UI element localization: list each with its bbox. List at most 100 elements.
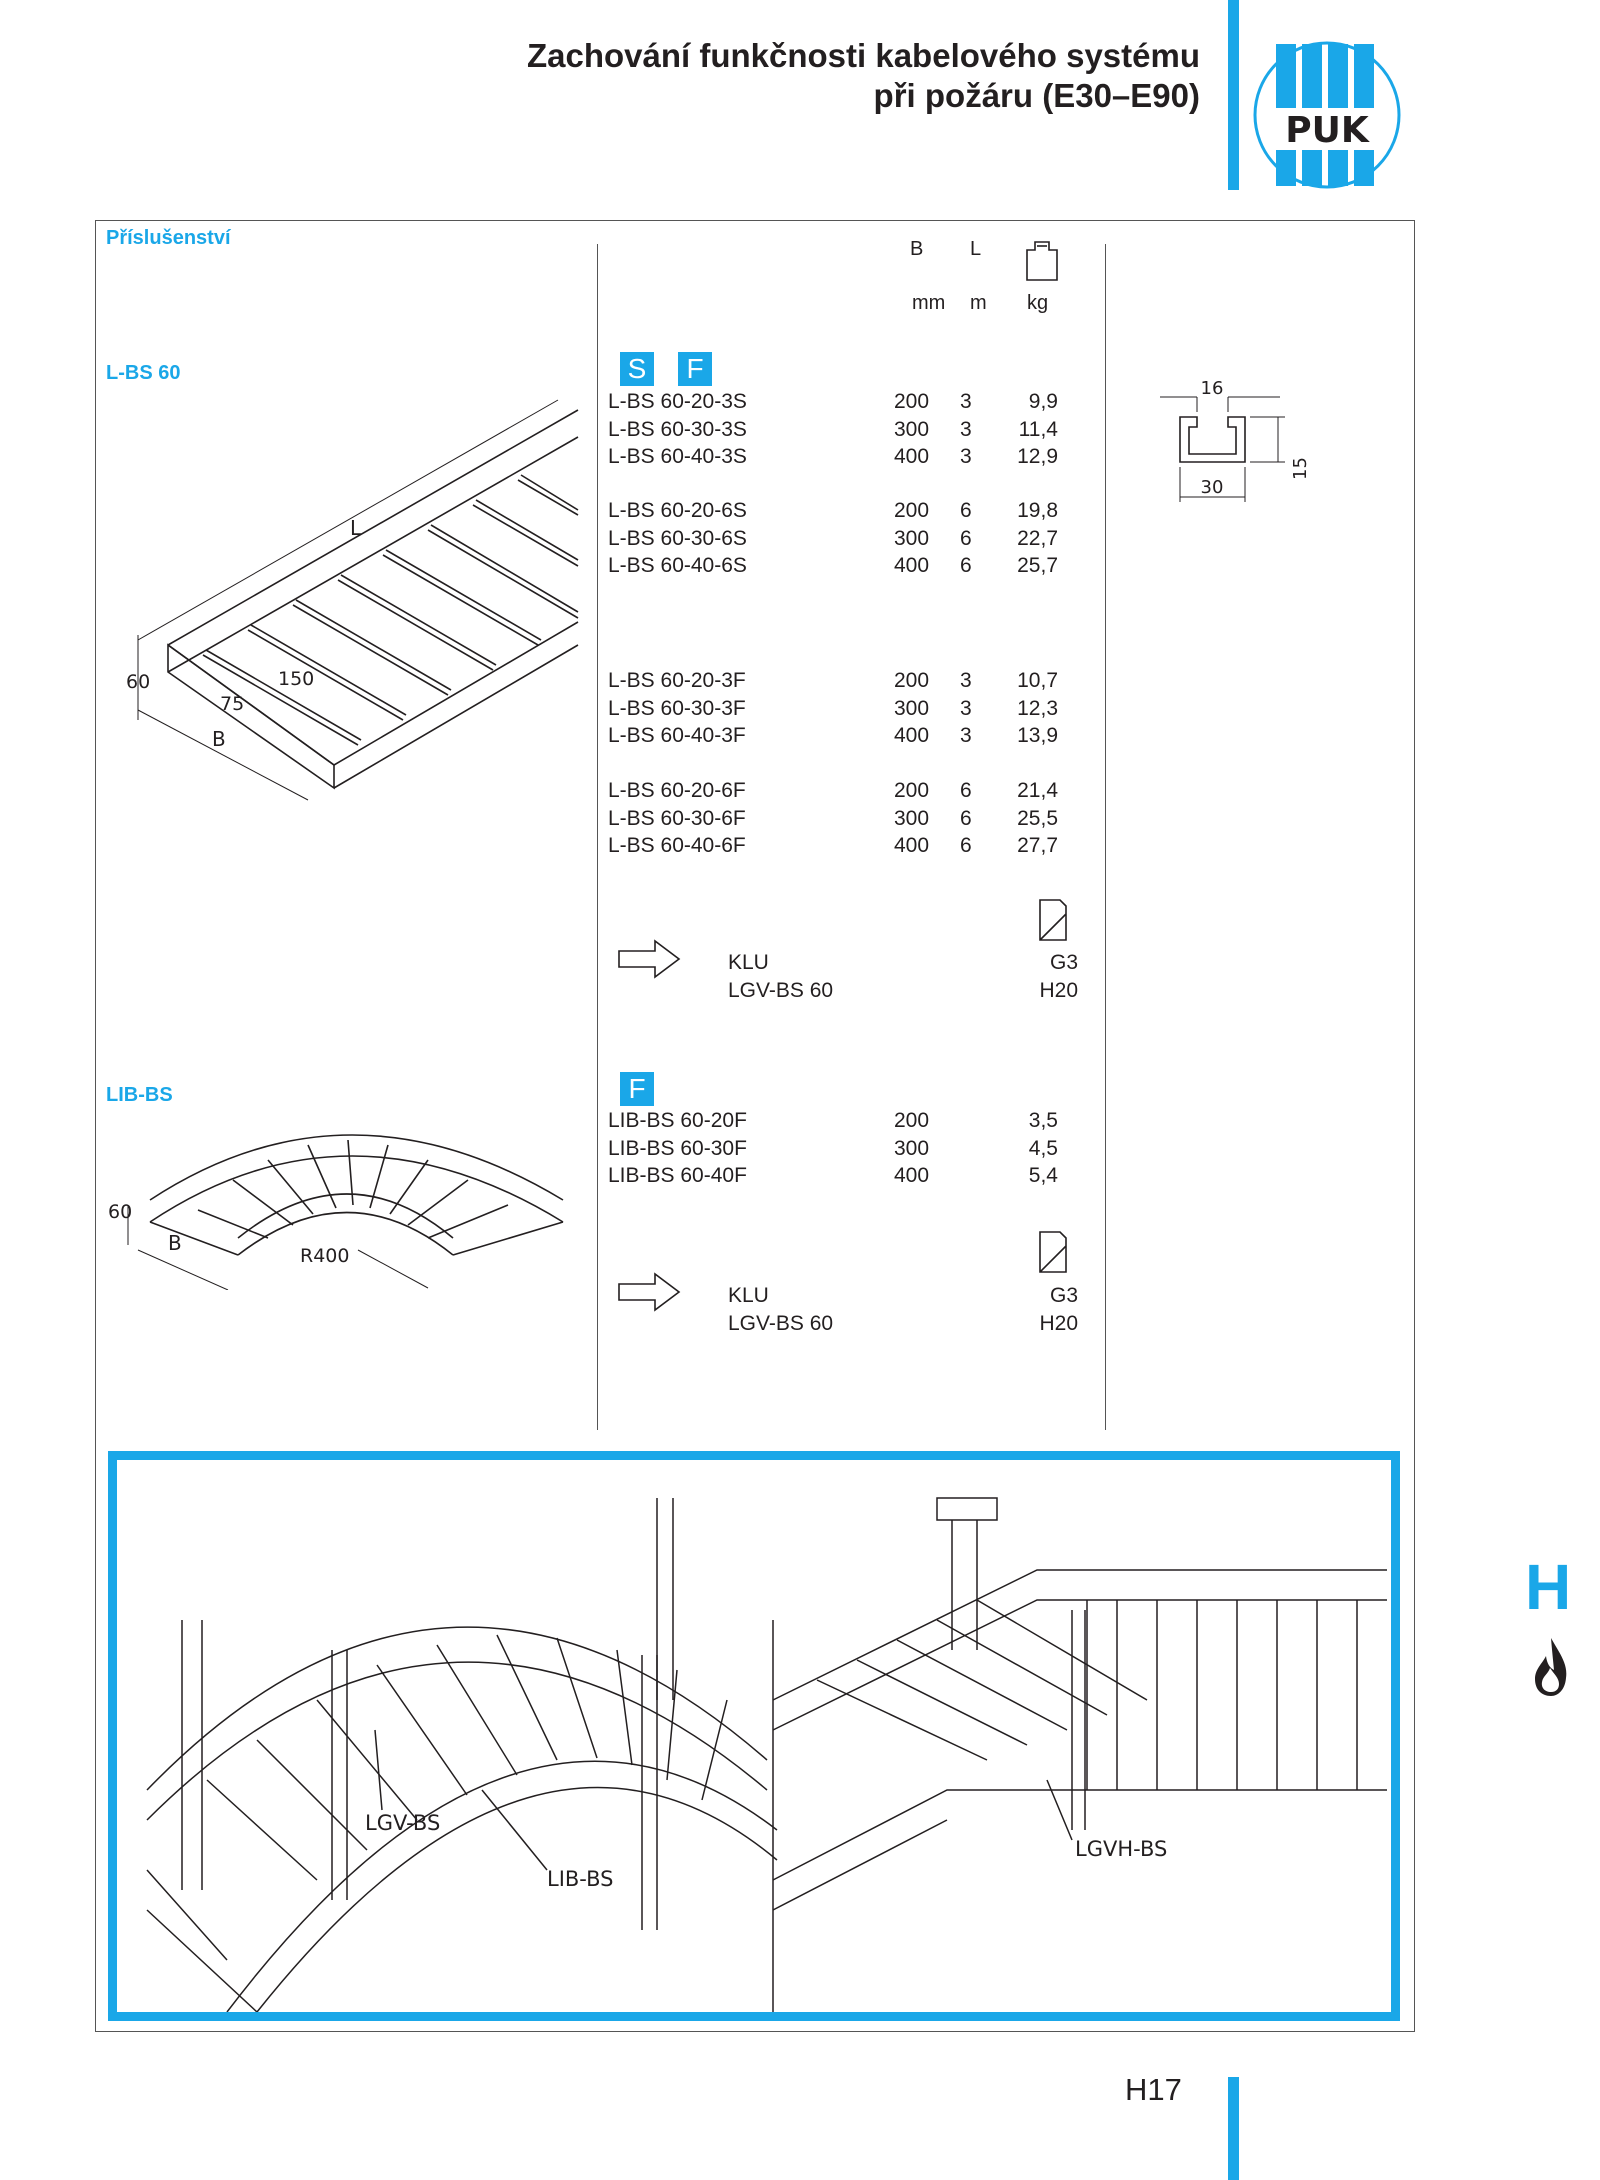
weight-value: 19,8 xyxy=(1017,499,1058,522)
length-value: 3 xyxy=(960,696,972,720)
width-value: 200 xyxy=(894,669,930,692)
weight-value: 22,7 xyxy=(1017,526,1058,550)
svg-text:150: 150 xyxy=(278,668,314,690)
width-value: 400 xyxy=(894,445,930,468)
product-code: L-BS 60-40-6S xyxy=(608,554,747,577)
column-divider-1 xyxy=(597,244,598,1430)
weight-value: 4,5 xyxy=(1028,1136,1058,1160)
table-row: L-BS 60-40-3S 400 3 12,9 xyxy=(608,443,1068,471)
weight-value: 5,4 xyxy=(1028,1164,1058,1187)
product-code: L-BS 60-30-3F xyxy=(608,696,746,720)
length-value: 6 xyxy=(960,779,972,802)
svg-text:L: L xyxy=(350,516,362,540)
puk-logo: PUK xyxy=(1253,41,1401,189)
libs-section-label: LIB-BS xyxy=(106,1084,173,1106)
weight-value: 10,7 xyxy=(1017,669,1058,692)
table-row: L-BS 60-20-3S 200 3 9,9 xyxy=(608,388,1068,416)
ladder-drawing: L 60 150 75 B xyxy=(126,399,579,801)
width-value: 400 xyxy=(894,1164,930,1187)
bend-drawing: 60 B R400 xyxy=(108,1134,564,1290)
unit-kg: kg xyxy=(1027,292,1049,314)
svg-text:LGV-BS: LGV-BS xyxy=(365,1811,440,1835)
weight-value: 12,3 xyxy=(1017,696,1058,720)
product-code: L-BS 60-30-6S xyxy=(608,526,747,550)
width-value: 400 xyxy=(894,724,930,747)
libs-ref-1: LGV-BS 60 H20 xyxy=(728,1312,1078,1335)
page-title: Zachování funkčnosti kabelového systému … xyxy=(527,36,1200,116)
arrow-icon xyxy=(618,939,681,979)
arrow-icon-libs xyxy=(618,1272,681,1312)
accent-bar-bottom xyxy=(1228,2077,1239,2180)
width-value: 400 xyxy=(894,834,930,857)
accessories-heading: Příslušenství xyxy=(106,227,231,249)
col-b-header: B xyxy=(910,238,924,260)
product-code: L-BS 60-40-3S xyxy=(608,445,747,468)
svg-text:75: 75 xyxy=(220,693,244,715)
table-row: LIB-BS 60-20F 200 3,5 xyxy=(608,1107,1068,1135)
length-value: 6 xyxy=(960,806,972,830)
weight-value: 21,4 xyxy=(1017,779,1058,802)
svg-text:30: 30 xyxy=(1201,477,1224,498)
weight-value: 25,5 xyxy=(1017,806,1058,830)
svg-text:LIB-BS: LIB-BS xyxy=(547,1867,614,1891)
page-ref-icon-libs xyxy=(1039,1231,1067,1273)
table-row: LIB-BS 60-40F 400 5,4 xyxy=(608,1162,1068,1190)
page-ref-icon xyxy=(1039,899,1067,941)
product-code: L-BS 60-20-6S xyxy=(608,499,747,522)
weight-value: 25,7 xyxy=(1017,554,1058,577)
unit-mm: mm xyxy=(912,292,946,314)
page-number: H17 xyxy=(1125,2072,1182,2107)
width-value: 200 xyxy=(894,1109,930,1132)
weight-value: 13,9 xyxy=(1017,724,1058,747)
table-row: L-BS 60-30-6F 300 6 25,5 xyxy=(608,805,1068,833)
product-code: L-BS 60-20-6F xyxy=(608,779,746,802)
product-code: L-BS 60-40-3F xyxy=(608,724,746,747)
width-value: 200 xyxy=(894,779,930,802)
svg-text:60: 60 xyxy=(126,671,150,693)
product-code: L-BS 60-30-6F xyxy=(608,806,746,830)
length-value: 6 xyxy=(960,499,972,522)
width-value: 300 xyxy=(894,526,930,550)
product-code: LIB-BS 60-30F xyxy=(608,1136,747,1160)
width-value: 300 xyxy=(894,1136,930,1160)
length-value: 3 xyxy=(960,390,972,413)
svg-text:16: 16 xyxy=(1201,378,1224,399)
badge-f: F xyxy=(678,352,712,386)
flame-icon xyxy=(1535,1638,1567,1696)
libs-ref-0: KLU G3 xyxy=(728,1284,1078,1307)
installation-illustration: LIB-BS LGV-BS LGVH-BS xyxy=(108,1451,1400,2021)
table-row: L-BS 60-20-6F 200 6 21,4 xyxy=(608,777,1068,805)
width-value: 200 xyxy=(894,390,930,413)
svg-text:B: B xyxy=(212,727,226,751)
svg-text:60: 60 xyxy=(108,1201,132,1223)
profile-drawing: 16 30 15 xyxy=(1160,378,1311,502)
lbs-ref-1: LGV-BS 60 H20 xyxy=(728,979,1078,1002)
weight-value: 27,7 xyxy=(1017,834,1058,857)
table-row: L-BS 60-30-6S 300 6 22,7 xyxy=(608,525,1068,553)
width-value: 300 xyxy=(894,806,930,830)
product-code: L-BS 60-20-3F xyxy=(608,669,746,692)
product-code: LIB-BS 60-40F xyxy=(608,1164,747,1187)
title-line-2: při požáru (E30–E90) xyxy=(873,77,1200,114)
title-line-1: Zachování funkčnosti kabelového systému xyxy=(526,37,1200,74)
column-divider-2 xyxy=(1105,244,1106,1430)
weight-value: 12,9 xyxy=(1017,445,1058,468)
table-row: LIB-BS 60-30F 300 4,5 xyxy=(608,1135,1068,1163)
weight-value: 3,5 xyxy=(1028,1109,1058,1132)
svg-text:15: 15 xyxy=(1290,457,1311,480)
product-code: LIB-BS 60-20F xyxy=(608,1109,747,1132)
lbs-ref-0: KLU G3 xyxy=(728,951,1078,974)
weight-value: 9,9 xyxy=(1028,390,1058,413)
length-value: 6 xyxy=(960,526,972,550)
length-value: 3 xyxy=(960,445,972,468)
weight-icon xyxy=(1026,241,1058,281)
section-letter: H xyxy=(1525,1551,1572,1623)
product-code: L-BS 60-40-6F xyxy=(608,834,746,857)
accent-bar-top xyxy=(1228,0,1239,190)
product-code: L-BS 60-20-3S xyxy=(608,390,747,413)
